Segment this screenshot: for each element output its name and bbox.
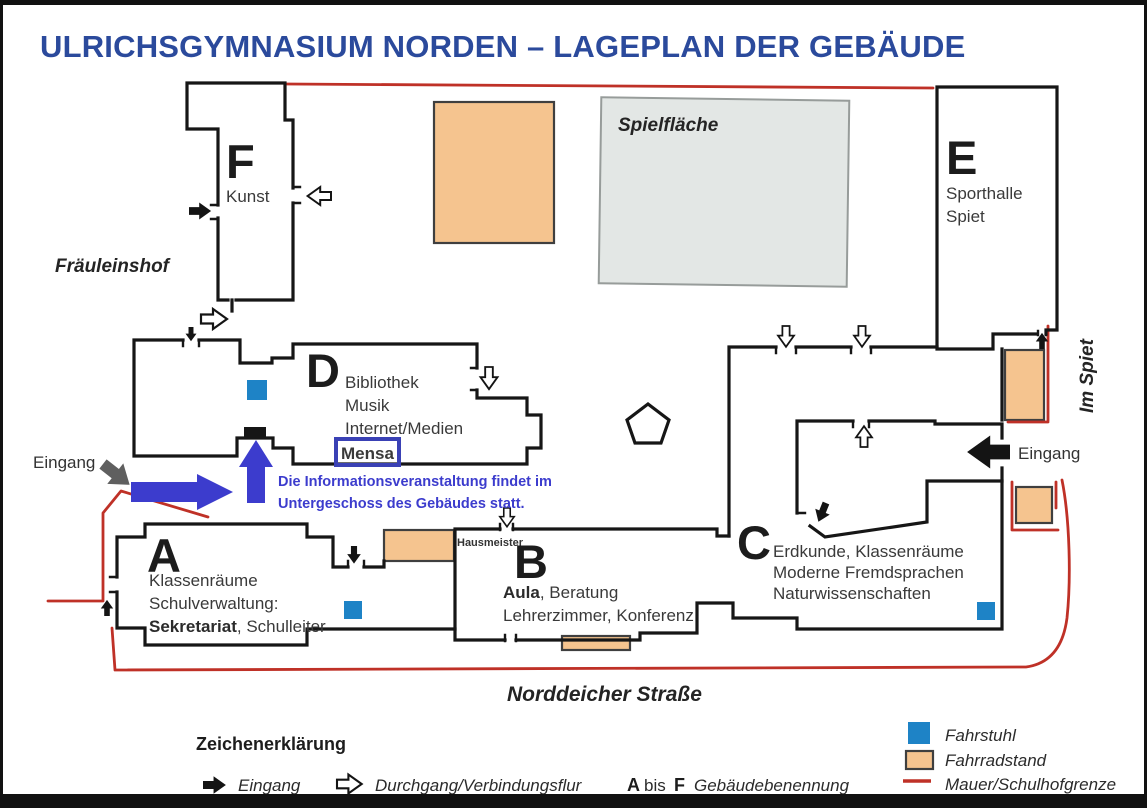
label-hausmeister: Hausmeister xyxy=(457,537,524,549)
passage-arrow-c-top xyxy=(855,425,873,448)
annotation-line2: Untergeschoss des Gebäudes statt. xyxy=(278,496,525,512)
label-fraeuleinshof: Fräuleinshof xyxy=(55,256,171,277)
label-norddeicher-strasse: Norddeicher Straße xyxy=(507,683,702,706)
label-eingang-left: Eingang xyxy=(33,453,95,472)
building-b-room1-rest: , Beratung xyxy=(540,583,618,602)
corridor-walls xyxy=(727,345,1004,538)
entrance-arrow-ab-gap xyxy=(347,546,361,564)
boundary-top xyxy=(285,82,935,90)
building-c-room1: Erdkunde, Klassenräume xyxy=(773,542,964,561)
building-c-outline xyxy=(795,419,1004,539)
elevator-c xyxy=(977,602,995,620)
entrance-arrow-f-left xyxy=(189,202,212,220)
legend-fahrstuhl-icon xyxy=(908,722,930,744)
bike-stand-c-side xyxy=(1014,485,1054,525)
bike-stand-top xyxy=(432,100,556,245)
label-eingang-right: Eingang xyxy=(1018,444,1080,463)
legend-title: Zeichenerklärung xyxy=(196,734,346,754)
building-e-letter: E xyxy=(946,131,977,184)
passage-arrow-f-bottom xyxy=(199,307,229,331)
label-im-spiet: Im Spiet xyxy=(1077,338,1098,413)
legend-gebaeude-bis: bis xyxy=(644,776,666,795)
boundary-bottom xyxy=(110,478,1071,672)
route-arrow-up xyxy=(239,440,273,503)
passage-arrow-f-right xyxy=(306,186,332,206)
frame-right xyxy=(1144,0,1147,808)
building-e-room2: Spiet xyxy=(946,207,985,226)
building-f-outline xyxy=(185,81,295,313)
building-e-room1: Sporthalle xyxy=(946,184,1023,203)
building-b-letter: B xyxy=(514,535,548,588)
building-d-room2: Musik xyxy=(345,396,390,415)
legend-gebaeude-f: F xyxy=(674,775,685,795)
legend-gebaeude-label: Gebäudebenennung xyxy=(694,776,850,795)
building-a-room3: Sekretariat, Schulleiter xyxy=(149,617,326,636)
building-d-entrance-block xyxy=(244,427,266,438)
elevator-b xyxy=(344,601,362,619)
frame-left xyxy=(0,0,3,808)
legend-mauer-label: Mauer/Schulhofgrenze xyxy=(945,775,1116,794)
building-b-room2: Lehrerzimmer, Konferenz xyxy=(503,606,694,625)
building-d-letter: D xyxy=(306,344,340,397)
building-f-letter: F xyxy=(226,135,255,188)
building-a-room2: Schulverwaltung: xyxy=(149,594,278,613)
building-c-room2: Moderne Fremdsprachen xyxy=(773,563,964,582)
annotation-line1: Die Informationsveranstaltung findet im xyxy=(278,474,552,490)
legend-durchgang-label: Durchgang/Verbindungsflur xyxy=(375,776,583,795)
entrance-arrow-c xyxy=(811,500,834,525)
mensa-highlight-box xyxy=(334,437,401,467)
passage-arrow-corridor-2 xyxy=(853,325,871,348)
bike-stand-b-west xyxy=(382,528,456,563)
page-title: ULRICHSGYMNASIUM NORDEN – LAGEPLAN DER G… xyxy=(40,29,965,64)
legend-gebaeude-a: A xyxy=(627,775,640,795)
passage-arrow-corridor-1 xyxy=(777,325,795,348)
legend-eingang-label: Eingang xyxy=(238,776,301,795)
bike-stand-e-side xyxy=(1003,348,1046,422)
door-ticks xyxy=(108,185,1048,643)
legend-fahrstuhl-label: Fahrstuhl xyxy=(945,726,1017,745)
building-a-room3-rest: , Schulleiter xyxy=(237,617,326,636)
route-arrow-right xyxy=(131,474,233,510)
building-a-outline xyxy=(115,522,457,647)
building-b-room1: Aula, Beratung xyxy=(503,583,618,602)
building-b-room1-bold: Aula xyxy=(503,583,540,602)
building-c-letter: C xyxy=(737,516,771,569)
boundary-im-spiet xyxy=(1006,324,1050,424)
building-f-room: Kunst xyxy=(226,187,270,206)
boundary-left xyxy=(46,489,210,603)
building-a-room3-bold: Sekretariat xyxy=(149,617,237,636)
building-d-room4-mensa: Mensa xyxy=(341,444,394,463)
legend-fahrradstand-icon xyxy=(904,749,935,771)
bike-stand-b-south xyxy=(560,634,632,652)
entrance-arrow-d-top xyxy=(185,327,197,342)
building-c-room3: Naturwissenschaften xyxy=(773,584,931,603)
legend-fahrradstand-label: Fahrradstand xyxy=(945,751,1047,770)
building-a-letter: A xyxy=(147,529,181,582)
boundary-c-square xyxy=(1010,480,1060,532)
elevator-d xyxy=(247,380,267,400)
frame-top xyxy=(0,0,1147,5)
entrance-arrow-right xyxy=(967,435,1010,469)
building-d-room3: Internet/Medien xyxy=(345,419,463,438)
passage-arrow-d-right xyxy=(479,366,499,391)
building-d-room1: Bibliothek xyxy=(345,373,419,392)
building-b-outline xyxy=(453,466,1004,642)
building-d-outline xyxy=(132,338,543,466)
spielflaeche-area xyxy=(597,96,851,288)
label-spielflaeche: Spielfläche xyxy=(618,115,719,136)
building-a-room1: Klassenräume xyxy=(149,571,258,590)
legend-eingang-icon xyxy=(203,776,226,794)
frame-bottom xyxy=(0,794,1147,808)
legend-durchgang-icon xyxy=(335,773,363,795)
pentagon-landmark xyxy=(625,401,671,445)
